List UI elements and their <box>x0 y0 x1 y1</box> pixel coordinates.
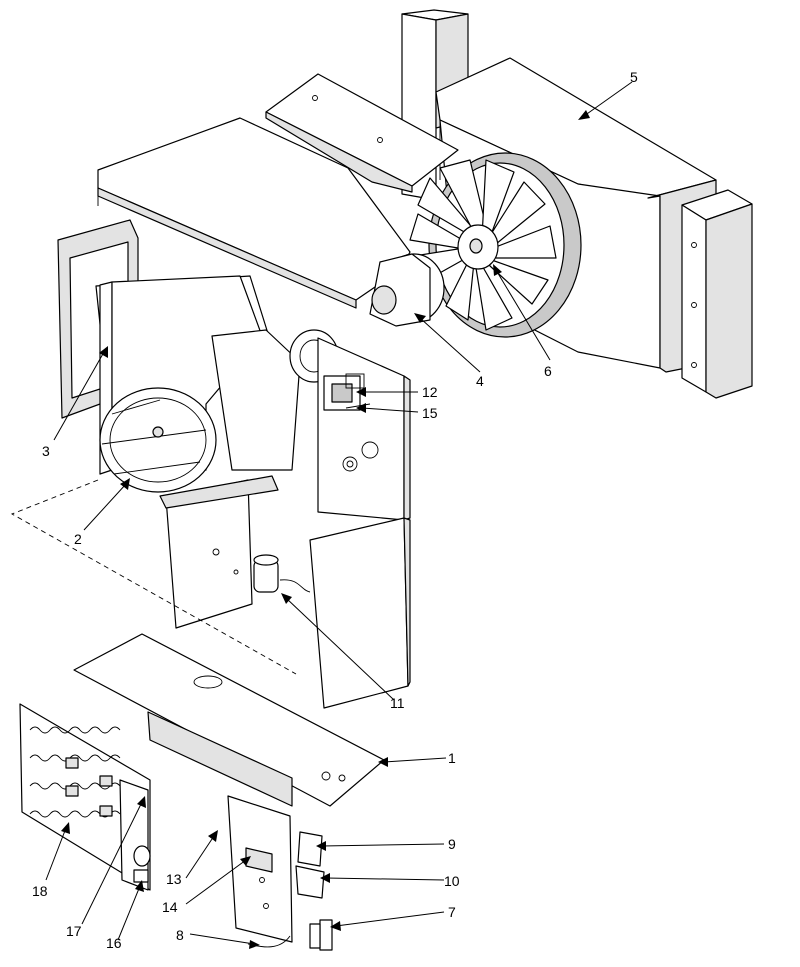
callout-labels: 1 2 3 4 5 6 7 8 9 10 11 12 13 14 15 16 1… <box>32 69 638 951</box>
callout-8: 8 <box>176 927 184 943</box>
blower-wheel <box>99 387 217 493</box>
callout-3: 3 <box>42 443 50 459</box>
callout-12: 12 <box>422 384 438 400</box>
callout-2: 2 <box>74 531 82 547</box>
callout-1: 1 <box>448 750 456 766</box>
callout-10: 10 <box>444 873 460 889</box>
end-panel <box>681 189 753 399</box>
control-box <box>323 373 371 411</box>
callout-5: 5 <box>630 69 638 85</box>
top-bracket <box>265 73 459 193</box>
fan-blade-assembly <box>409 159 557 331</box>
callout-14: 14 <box>162 899 178 915</box>
electrical-panel <box>227 795 333 951</box>
callout-4: 4 <box>476 373 484 389</box>
limit-switch <box>133 845 151 883</box>
callout-13: 13 <box>166 871 182 887</box>
condenser-shroud <box>401 9 717 373</box>
callout-15: 15 <box>422 405 438 421</box>
leader-lines <box>45 81 633 949</box>
heater-rack <box>19 703 151 891</box>
callout-11: 11 <box>390 695 405 711</box>
dashed-outline <box>10 479 297 675</box>
capacitor <box>253 554 311 593</box>
callout-9: 9 <box>448 836 456 852</box>
blower-motor <box>369 253 445 327</box>
callout-6: 6 <box>544 363 552 379</box>
callout-7: 7 <box>448 904 456 920</box>
callout-17: 17 <box>66 923 82 939</box>
main-chassis <box>57 117 411 709</box>
callout-18: 18 <box>32 883 48 899</box>
callout-16: 16 <box>106 935 122 951</box>
